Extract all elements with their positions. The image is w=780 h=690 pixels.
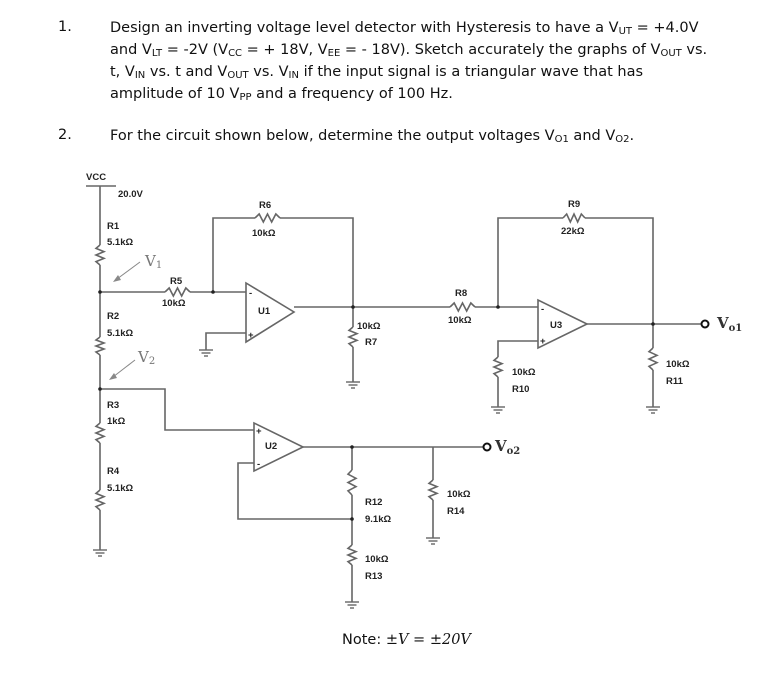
- ground-icon: [491, 406, 505, 414]
- r5-resistor-icon: [164, 286, 191, 298]
- r4-resistor-icon: [93, 489, 107, 511]
- r13-name: R13: [365, 571, 382, 582]
- ground-icon: [426, 537, 440, 545]
- vo2-terminal: [482, 442, 492, 452]
- r14-value: 10kΩ: [447, 489, 471, 500]
- ground-icon: [646, 406, 660, 414]
- r9-resistor-icon: [562, 212, 586, 224]
- r13-resistor-icon: [345, 544, 359, 566]
- r12-name: R12: [365, 497, 382, 508]
- r5-name: R5: [170, 276, 183, 287]
- ground-icon: [345, 601, 359, 609]
- r8-name: R8: [455, 288, 467, 299]
- r2-value: 5.1kΩ: [107, 328, 133, 339]
- r4-value: 5.1kΩ: [107, 483, 133, 494]
- r14-name: R14: [447, 506, 465, 517]
- r1-resistor-icon: [93, 244, 107, 266]
- u1-label: U1: [258, 306, 271, 317]
- r1-name: R1: [107, 221, 120, 232]
- r9-name: R9: [568, 199, 580, 210]
- question-number-1: 1.: [58, 19, 72, 35]
- r7-resistor-icon: [346, 326, 360, 348]
- ground-icon: [199, 349, 213, 357]
- r14-resistor-icon: [426, 479, 440, 501]
- r3-value: 1kΩ: [107, 416, 126, 427]
- v1-label: V1: [144, 252, 162, 271]
- r9-value: 22kΩ: [561, 226, 585, 237]
- r12-resistor-icon: [346, 469, 358, 496]
- r8-resistor-icon: [449, 301, 476, 313]
- op-amp-u1: [245, 281, 296, 344]
- r11-resistor-icon: [647, 347, 659, 371]
- r6-resistor-icon: [254, 212, 281, 224]
- vcc-value: 20.0V: [118, 189, 143, 200]
- r6-value: 10kΩ: [252, 228, 276, 239]
- r4-name: R4: [107, 466, 120, 477]
- u2-label: U2: [265, 441, 277, 452]
- resistors: [93, 212, 659, 566]
- r3-name: R3: [107, 400, 119, 411]
- ground-icon: [346, 381, 360, 389]
- v2-arrow-icon: [112, 359, 136, 378]
- op-amp-u2: [253, 421, 305, 473]
- r2-name: R2: [107, 311, 119, 322]
- question-1-text: Design an inverting voltage level detect…: [110, 20, 708, 103]
- r8-value: 10kΩ: [448, 315, 472, 326]
- grounds: [93, 349, 660, 609]
- question-number-2: 2.: [58, 127, 72, 143]
- op-amp-u3: [537, 298, 589, 350]
- note: Note: ±V = ±20V: [342, 632, 471, 648]
- v2-label: V2: [137, 348, 155, 367]
- v1-arrow-icon: [116, 261, 141, 280]
- question-2-text: For the circuit shown below, determine t…: [110, 128, 635, 145]
- u3-label: U3: [550, 320, 562, 331]
- r7-name: R7: [365, 337, 377, 348]
- r3-resistor-icon: [93, 422, 107, 444]
- vo1-label: Vo1: [716, 314, 742, 334]
- vo1-terminal: [700, 319, 710, 329]
- u1-minus: -: [249, 288, 252, 299]
- r13-value: 10kΩ: [365, 554, 389, 565]
- u3-minus: -: [541, 304, 544, 315]
- junctions: [98, 290, 655, 521]
- u1-plus: +: [248, 330, 254, 341]
- r6-name: R6: [259, 200, 271, 211]
- r2-resistor-icon: [93, 336, 107, 356]
- r10-name: R10: [512, 384, 529, 395]
- r11-value: 10kΩ: [666, 359, 690, 370]
- vcc-label: VCC: [86, 172, 106, 183]
- vo2-label: Vo2: [494, 437, 520, 457]
- r10-value: 10kΩ: [512, 367, 536, 378]
- r1-value: 5.1kΩ: [107, 237, 133, 248]
- r5-value: 10kΩ: [162, 298, 186, 309]
- r11-name: R11: [666, 376, 684, 387]
- wires: [86, 185, 701, 602]
- u2-plus: +: [256, 426, 262, 437]
- u3-plus: +: [540, 336, 546, 347]
- r10-resistor-icon: [491, 356, 505, 378]
- r7-value: 10kΩ: [357, 321, 381, 332]
- r12-value: 9.1kΩ: [365, 514, 391, 525]
- u2-minus: -: [257, 459, 260, 470]
- ground-icon: [93, 549, 107, 557]
